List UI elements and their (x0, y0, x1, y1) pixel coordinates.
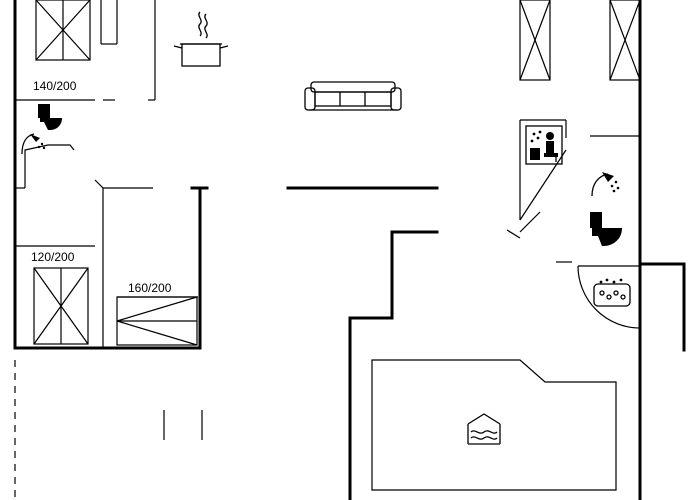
hot-tub-icon (593, 278, 631, 307)
bed-label-140-200: 140/200 (33, 79, 77, 93)
interior-lines (14, 0, 641, 500)
cooking-pot-icon (173, 11, 229, 67)
bed-label-120-200: 120/200 (31, 250, 75, 264)
shower-icon (21, 133, 46, 155)
bed-label-160-200: 160/200 (128, 281, 172, 295)
walls (13, 0, 686, 500)
bed-120-200: 120/200 (31, 250, 89, 345)
bed-140-200: 140/200 (33, 0, 91, 93)
sauna-icon (525, 125, 563, 165)
bed-top-right-1 (519, 0, 551, 81)
sofa-icon (304, 81, 402, 111)
toilet-icon (38, 104, 62, 130)
bed-top-right-2 (609, 0, 641, 81)
toilet-icon-right (590, 212, 622, 246)
bed-160-200: 160/200 (116, 281, 198, 346)
shower-icon-right (591, 172, 620, 197)
pool-icon (467, 413, 501, 445)
pool (371, 359, 617, 491)
